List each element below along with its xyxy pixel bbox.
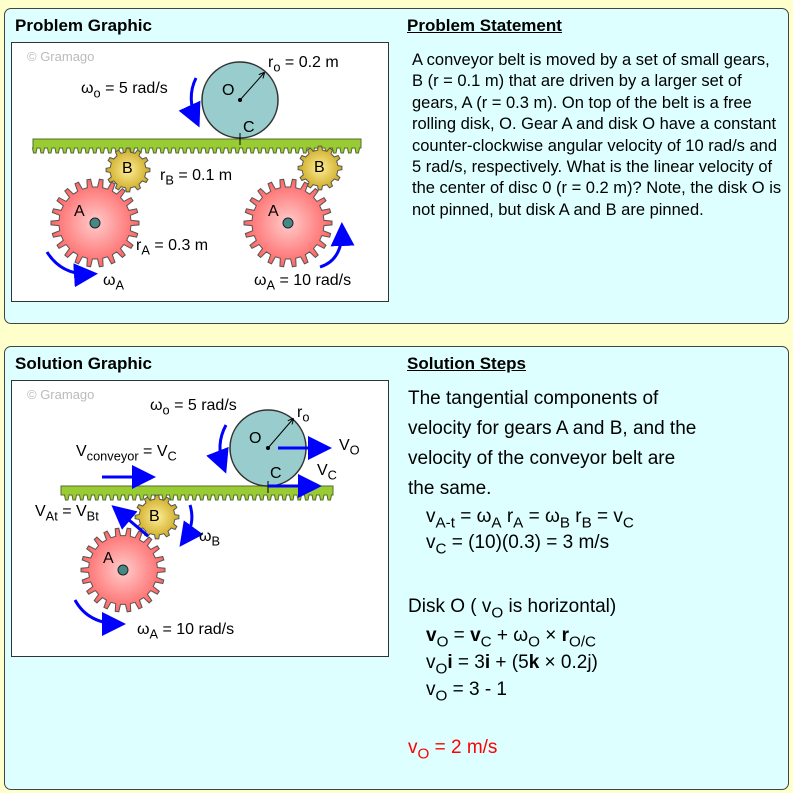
label-gear-b-solution: B [149, 508, 160, 525]
gear-axle [282, 217, 294, 229]
v-at-arrow [111, 505, 149, 538]
gears-solution [80, 494, 180, 613]
gear-axle [89, 217, 101, 229]
intro-line: the same. [408, 478, 492, 499]
label-omega-a: ωA [103, 272, 125, 293]
label-r-o-solution: ro [297, 404, 310, 425]
label-r-o: ro = 0.2 m [268, 54, 339, 75]
omega-a-arrow-right [319, 222, 355, 269]
answer: vO = 2 m/s [408, 737, 498, 763]
gear-b-solution [134, 494, 180, 540]
solution-steps: The tangential components of velocity fo… [408, 384, 696, 763]
watermark: © Gramago [27, 49, 95, 64]
label-v-conveyor: Vconveyor = VC [76, 443, 177, 464]
problem-statement-title: Problem Statement [407, 16, 562, 35]
intro-line: velocity for gears A and B, and the [408, 418, 697, 439]
gears [50, 145, 343, 268]
equation-2: vC = (10)(0.3) = 3 m/s [426, 532, 610, 558]
label-gear-a-solution: A [103, 550, 114, 567]
equation-4: vOi = 3i + (5k × 0.2j) [426, 652, 598, 678]
label-gear-a-right: A [268, 203, 279, 220]
intro-line: The tangential components of [408, 388, 659, 409]
label-gear-b-right: B [314, 159, 325, 176]
gear-b-left [105, 147, 151, 193]
label-gear-a-left: A [74, 203, 85, 220]
belt-body [60, 485, 334, 501]
omega-a-arrow-solution [73, 599, 126, 636]
omega-a-arrow-left [45, 251, 98, 288]
label-omega-o: ωo = 5 rad/s [81, 80, 168, 101]
gear-axle [117, 564, 129, 576]
label-r-a: rA = 0.3 m [136, 237, 209, 258]
omega-b-arrow [179, 504, 204, 547]
gear-b-right [297, 145, 343, 191]
label-gear-b-left: B [122, 160, 133, 177]
equation-1: vA-t = ωA rA = ωB rB = vC [426, 506, 634, 532]
equation-5: vO = 3 - 1 [426, 679, 507, 705]
label-omega-a-value: ωA = 10 rad/s [254, 272, 352, 293]
equation-3: vO = vC + ωO × rO/C [426, 625, 597, 651]
label-v-at: VAt = VBt [35, 503, 99, 524]
omega-o-arrow-solution [206, 424, 229, 474]
label-disk-o-solution: O [249, 430, 262, 447]
solution-graphic [11, 380, 389, 657]
label-omega-o-solution: ωo = 5 rad/s [150, 397, 237, 418]
label-omega-a-solution: ωA = 10 rad/s [137, 621, 235, 642]
label-omega-b: ωB [199, 528, 221, 549]
watermark-solution: © Gramago [27, 387, 95, 402]
disk-heading: Disk O ( vO is horizontal) [408, 596, 617, 622]
label-contact-c: C [243, 119, 255, 136]
solution-steps-title: Solution Steps [407, 354, 526, 373]
label-v-o: VO [339, 437, 360, 458]
label-contact-c-solution: C [270, 465, 282, 482]
label-v-c: VC [317, 462, 337, 483]
conveyor-belt-solution [60, 485, 334, 501]
label-r-b: rB = 0.1 m [160, 167, 233, 188]
omega-o-arrow [178, 77, 201, 128]
problem-statement: A conveyor belt is moved by a set of sma… [412, 51, 782, 219]
label-disk-o: O [222, 82, 235, 99]
solution-graphic-title: Solution Graphic [15, 354, 152, 373]
problem-graphic-title: Problem Graphic [15, 16, 152, 35]
intro-line: velocity of the conveyor belt are [408, 448, 676, 469]
